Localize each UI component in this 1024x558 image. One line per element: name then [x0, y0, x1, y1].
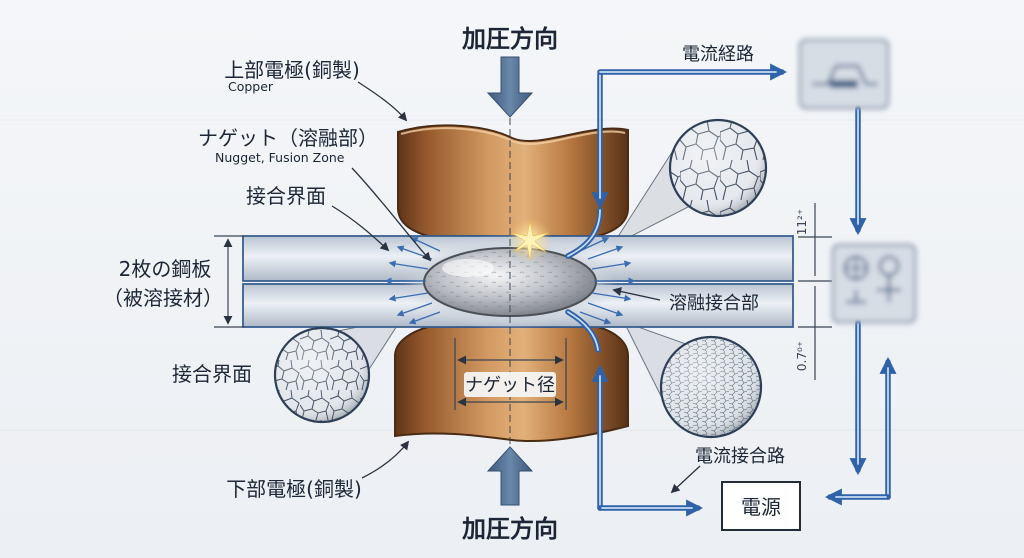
magnifier-grain-left	[273, 326, 371, 424]
radiating-arrows-right	[579, 237, 636, 325]
magnifier-fine-grain-bottom-right	[659, 335, 763, 439]
current-path-top	[565, 63, 788, 259]
current-return-label: 電流接合路	[695, 446, 785, 467]
nugget-diameter-label-box	[464, 372, 556, 397]
leader-lower-electrode	[361, 440, 410, 479]
dimension-top-label: 11²⁺	[795, 209, 809, 235]
press-arrow-up-icon	[486, 446, 534, 506]
plates-label-line1: 2枚の鋼板	[119, 257, 212, 281]
upper-electrode-en-label: Copper	[228, 79, 274, 94]
lower-electrode-label: 下部電極(銅製)	[226, 477, 362, 501]
nugget-label: ナゲット（溶融部）	[198, 126, 378, 150]
plate-thickness-dimension	[214, 235, 244, 328]
leader-interface-top	[331, 205, 390, 252]
leader-upper-electrode	[357, 81, 408, 122]
interface-top-label: 接合界面	[246, 184, 326, 208]
interface-bottom-label: 接合界面	[172, 362, 252, 386]
spark-icon	[511, 221, 549, 261]
leader-nugget	[351, 167, 432, 262]
current-path-bottom	[565, 309, 704, 517]
power-supply-label: 電源	[741, 495, 781, 519]
upper-electrode	[397, 124, 629, 237]
current-path-right	[824, 105, 897, 506]
fusion-joint-label: 溶融接合部	[669, 293, 759, 314]
blurred-switch-symbol	[799, 39, 889, 109]
blurred-meter-symbol	[832, 244, 916, 323]
upper-electrode-label: 上部電極(銅製)	[224, 58, 360, 82]
press-direction-top-label: 加圧方向	[462, 25, 558, 53]
power-supply-box	[721, 481, 801, 531]
nugget-diameter-label: ナゲット径	[465, 375, 555, 396]
weld-nugget-highlight	[442, 259, 494, 277]
dimension-bottom-label: 0.7⁰⁺	[795, 341, 809, 371]
leader-current-return	[670, 465, 701, 494]
weld-nugget-texture	[426, 250, 594, 314]
press-arrow-down-icon	[486, 56, 534, 118]
plates-label-line2: （被溶接材）	[103, 286, 223, 310]
nugget-diameter-dimension	[454, 338, 567, 410]
right-dimension-lines	[798, 203, 832, 380]
nugget-en-label: Nugget, Fusion Zone	[215, 150, 345, 165]
press-direction-bottom-label: 加圧方向	[462, 515, 558, 543]
magnifier-grain-top-right	[668, 118, 768, 218]
leader-fusion-joint	[612, 287, 661, 301]
current-path-label: 電流経路	[682, 44, 754, 65]
upper-electrode-rim-highlight	[400, 127, 626, 146]
